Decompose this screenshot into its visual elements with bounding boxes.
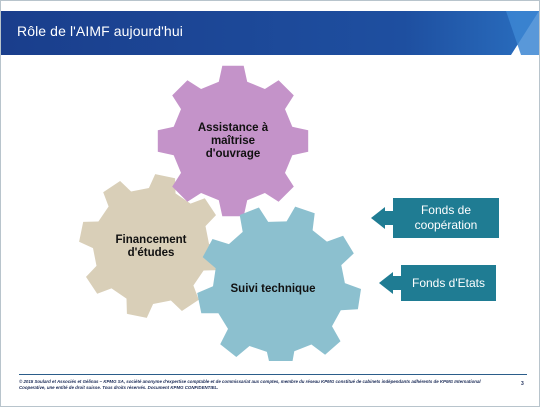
footer-divider (19, 374, 527, 375)
gear-label-assistance: Assistance à maîtrise d'ouvrage (197, 122, 269, 160)
gear-suivi (197, 206, 361, 361)
gear-assistance (157, 65, 309, 217)
footer-disclaimer: © 2015 Soulard et Associés et Gélinas – … (19, 379, 481, 390)
callout-label-fonds-cooperation: Fonds de coopération (393, 198, 499, 238)
gears-diagram (79, 65, 361, 361)
callout-label-fonds-etats: Fonds d'Etats (401, 265, 496, 301)
callout-fonds-cooperation: Fonds de coopération (371, 198, 499, 238)
page-number: 3 (521, 381, 524, 387)
slide-title: Rôle de l'AIMF aujourd'hui (17, 23, 183, 39)
callout-stub (385, 211, 393, 225)
title-bar: Rôle de l'AIMF aujourd'hui (1, 1, 539, 57)
callout-fonds-etats: Fonds d'Etats (379, 265, 496, 301)
left-arrow-icon (379, 272, 393, 294)
gear-financement (79, 174, 223, 318)
callout-stub (393, 276, 401, 290)
title-bar-background (1, 11, 539, 55)
gear-label-financement: Financement d'études (115, 234, 187, 259)
gear-label-suivi: Suivi technique (230, 283, 316, 295)
left-arrow-icon (371, 207, 385, 229)
